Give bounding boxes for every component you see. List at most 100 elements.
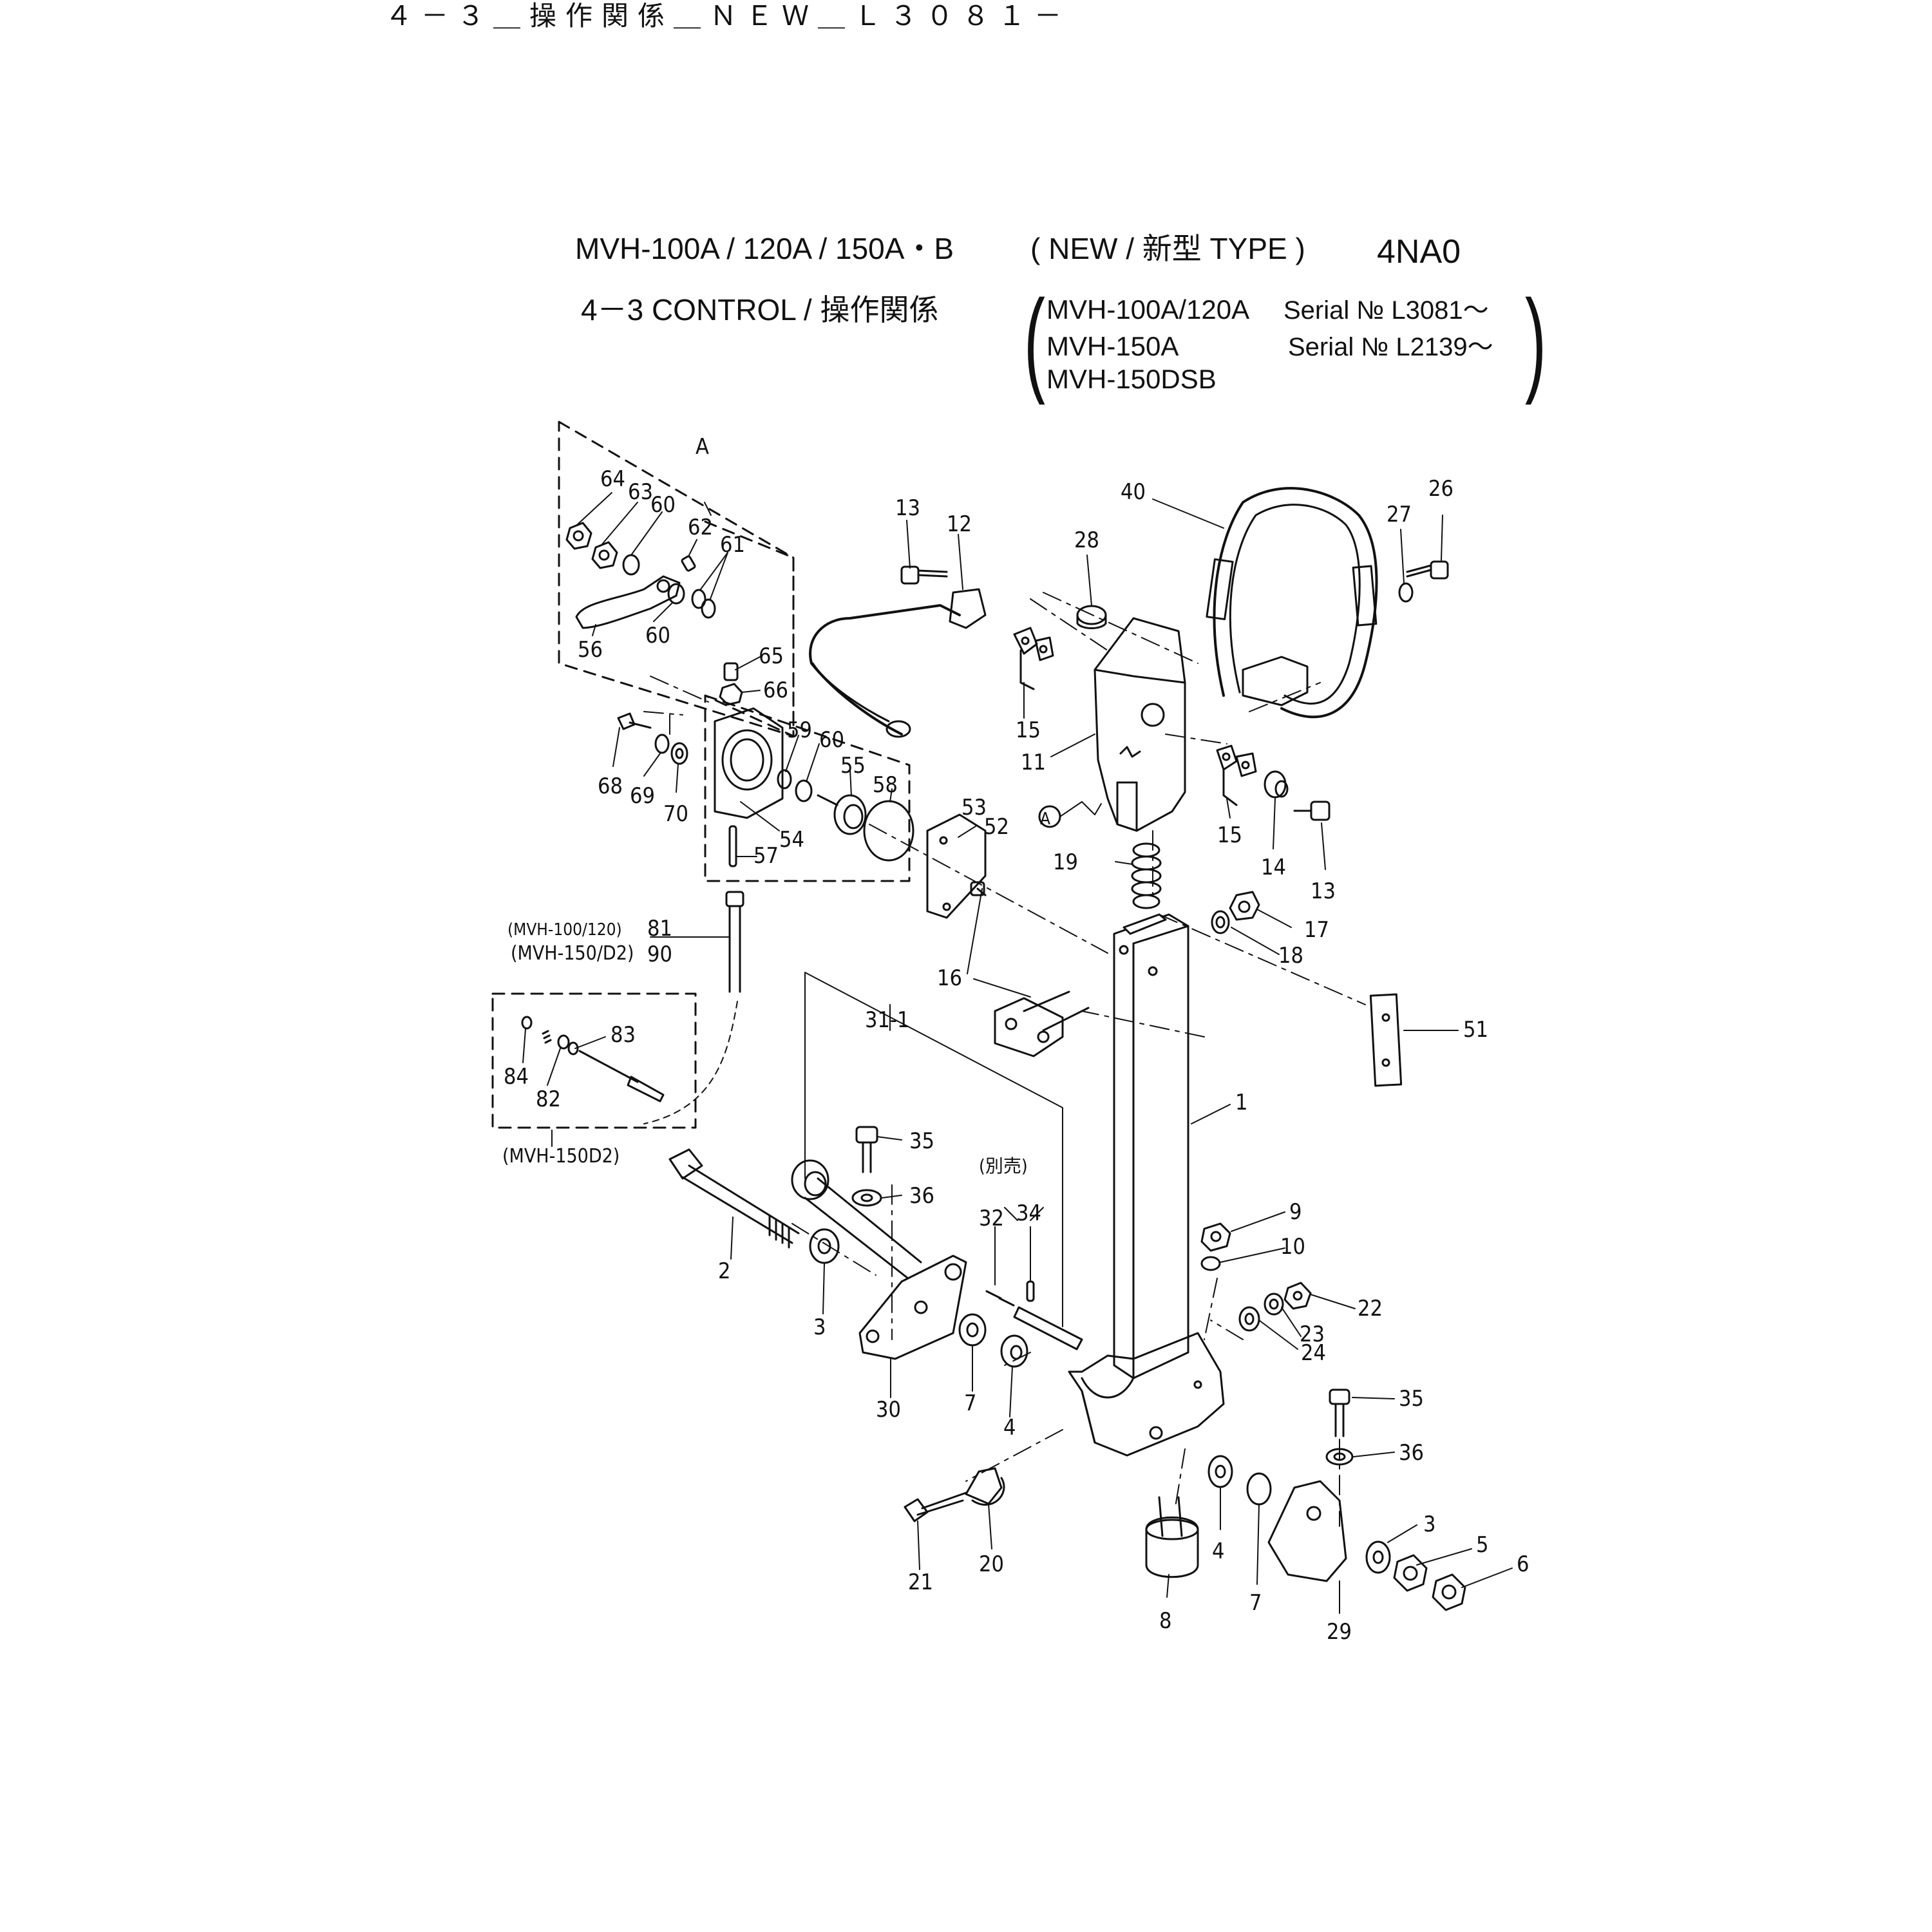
part-number-label: 51 [1463, 1017, 1488, 1043]
part-number-label: 56 [578, 637, 603, 663]
part-number-label: 26 [1428, 476, 1454, 502]
part-number-label: 90 [647, 942, 672, 967]
screw-13-lower [1293, 800, 1331, 821]
part-number-label: 12 [947, 511, 972, 537]
part-number-label: 17 [1304, 917, 1329, 943]
washer-36-lower [1325, 1448, 1354, 1466]
detail-box-link [704, 520, 795, 737]
part-number-label: 36 [909, 1183, 934, 1209]
part-number-label: 22 [1358, 1296, 1383, 1321]
part-number-label: 31-1 [865, 1007, 909, 1033]
detail-a-label: A [696, 434, 709, 460]
serial-model-2: MVH-150A [1046, 331, 1179, 361]
clip-61 [691, 589, 716, 619]
part-number-label: 5 [1476, 1532, 1488, 1558]
variant-note-150d2: (MVH-150D2) [502, 1145, 620, 1168]
washer-7-left [958, 1313, 987, 1347]
nut-5 [1393, 1554, 1428, 1592]
part-number-label: 11 [1021, 750, 1046, 775]
part-number-label: 6 [1517, 1551, 1529, 1577]
part-number-label: 10 [1280, 1234, 1305, 1260]
base-bracket [1068, 1332, 1225, 1457]
serial-number-2: Serial № L2139～ [1288, 333, 1493, 361]
part-number-label: 83 [611, 1022, 636, 1048]
washer-18 [1211, 910, 1230, 934]
part-number-label: 53 [961, 795, 987, 820]
serial-number-1: Serial № L3081～ [1283, 296, 1489, 325]
serial-model-1: MVH-100A/120A [1046, 294, 1250, 325]
bolt-35-upper [855, 1126, 878, 1173]
washer-69 [654, 734, 670, 754]
collar-14 [1264, 770, 1289, 799]
pin-57 [728, 825, 737, 867]
sold-separately-note: (別売) [979, 1155, 1028, 1177]
part-number-label: 70 [663, 801, 688, 827]
part-number-label: 60 [645, 623, 670, 649]
part-number-label: 4 [1003, 1415, 1016, 1441]
bushing-plates-15-upper [1013, 627, 1054, 690]
washer-10 [1200, 1256, 1221, 1271]
pin-32 [985, 1290, 1083, 1350]
part-number-label: 64 [600, 466, 625, 492]
leader-lines [522, 492, 1513, 1614]
spring-19 [1131, 842, 1162, 909]
knob-55 [817, 794, 867, 835]
part-number-label: 13 [1311, 878, 1336, 904]
model-title: MVH-100A / 120A / 150A・B [575, 232, 954, 265]
bushing-plates-15-lower [1216, 744, 1257, 806]
setscrew-65 [723, 662, 739, 681]
handle-sleeve-right [1352, 565, 1378, 627]
part-number-label: 32 [979, 1206, 1004, 1231]
handle-sleeve-left [1206, 558, 1234, 621]
variant-note-150-d2: (MVH-150/D2) [511, 942, 634, 965]
main-column [1113, 913, 1189, 1379]
bracket-51 [1369, 993, 1403, 1087]
part-number-label: 81 [647, 916, 672, 942]
part-number-label: 4 [1212, 1539, 1224, 1564]
part-number-label: 23 [1300, 1321, 1325, 1347]
handle-grip-inner [1229, 504, 1361, 705]
screw-13-upper [900, 565, 948, 585]
part-number-label: 1 [1235, 1090, 1247, 1115]
lever-56 [575, 575, 681, 629]
part-number-label: 54 [779, 827, 804, 853]
washer-3-right [1365, 1540, 1391, 1574]
lever-arm [809, 604, 961, 735]
nut-17 [1229, 891, 1260, 921]
part-number-label: 61 [720, 532, 745, 558]
part-number-label: 9 [1289, 1199, 1302, 1225]
part-number-label: 55 [840, 753, 866, 779]
bracket-31-1-lines [804, 972, 1063, 1327]
serial-model-3: MVH-150DSB [1046, 364, 1217, 394]
detail-box-150d2 [491, 992, 697, 1129]
screw-26 [1406, 560, 1449, 580]
control-head [1094, 617, 1186, 832]
bolt-plate-16 [994, 990, 1090, 1057]
clamp-20 [965, 1467, 1005, 1506]
washer-4-left [1000, 1334, 1028, 1368]
left-bracket: ( [1024, 276, 1045, 406]
washer-7-right [1246, 1472, 1272, 1506]
nut-6 [1432, 1573, 1466, 1611]
lever-arm-end [886, 720, 911, 738]
part-number-label: 66 [763, 677, 788, 703]
part-number-label: 57 [753, 843, 779, 869]
nut-64 [565, 522, 592, 550]
part-number-label: 14 [1261, 855, 1286, 880]
detail-box-a [558, 421, 795, 737]
nut-66 [719, 683, 743, 706]
roller-31-1 [791, 1159, 922, 1280]
part-number-label: 34 [1016, 1200, 1041, 1226]
right-bracket: ) [1525, 276, 1546, 406]
type-label: ( NEW / 新型 TYPE ) [1030, 232, 1305, 265]
pin-34 [1026, 1280, 1035, 1302]
bracket-29 [1267, 1480, 1347, 1582]
part-number-label: 15 [1217, 822, 1242, 848]
part-number-label: 13 [895, 495, 920, 521]
part-number-label: 20 [979, 1551, 1004, 1577]
page-header: ４－３＿操作関係＿ＮＥＷ＿Ｌ３０８１－ [385, 1, 1071, 31]
part-number-label: 16 [937, 965, 962, 991]
washer-36-upper [851, 1189, 882, 1207]
washer-70 [670, 742, 688, 765]
